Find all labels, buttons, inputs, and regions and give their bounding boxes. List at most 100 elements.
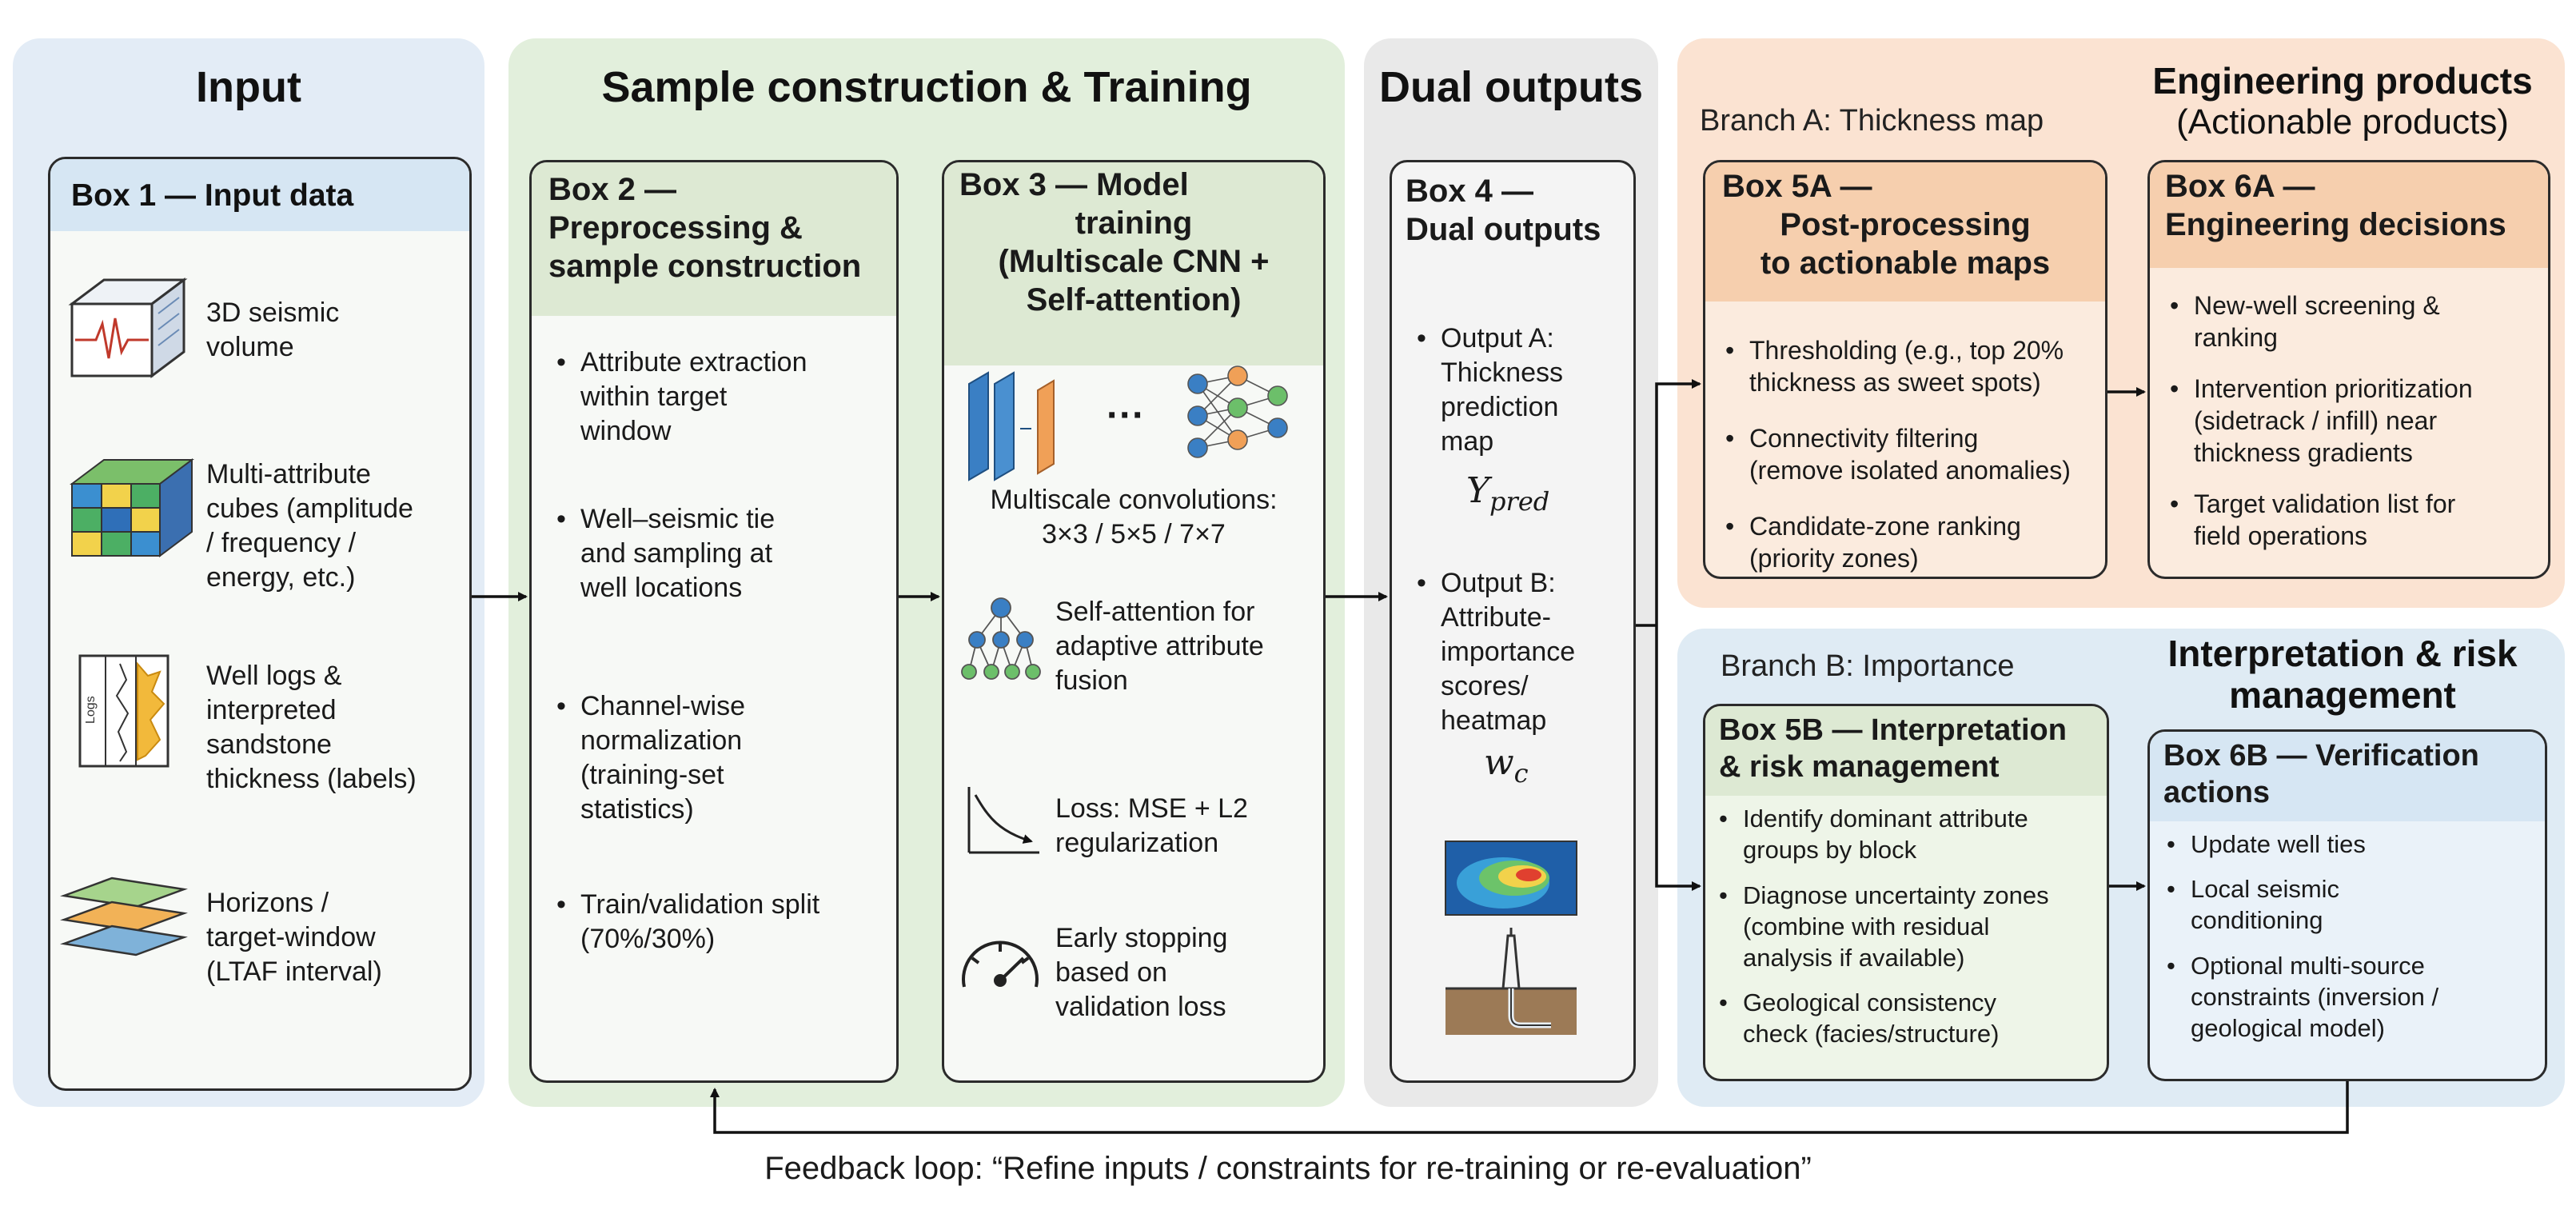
input-title: Input [196,63,301,111]
box2-bullet-3-line-4: statistics) [580,794,694,825]
box4-output-a: Output A: [1417,321,1554,356]
box4-w-c-symbol: wc [1484,745,1529,791]
box2-bullet-4-line-2: (70%/30%) [580,924,716,954]
box1-item-2-line-1: Multi-attribute [206,459,371,489]
box2-bullet-1-line-2: within target [580,381,728,412]
attribute-cube-icon [70,458,194,557]
box6b-title-1: Box 6B — Verification [2163,739,2479,773]
box6a-bullet-2-line-2: (sidetrack / infill) near [2194,406,2438,435]
box1-title: Box 1 — Input data [50,159,469,231]
box1-item-3-line-3: sandstone [206,729,332,760]
box4-output-b: Output B: [1417,566,1556,601]
attention-network-icon [961,597,1041,680]
box5a-title-area [1705,162,2105,302]
box6b-title-2: actions [2163,776,2271,809]
box1-item-1-line-2: volume [206,332,294,362]
box1-item-4-line-1: Horizons / [206,888,329,918]
box2-bullet-2-line-2: and sampling at [580,538,773,569]
box2-title-2: Preprocessing & [548,210,803,246]
gauge-icon [962,940,1039,988]
interpretation-title-2: management [2229,674,2456,716]
box1-item-2-line-4: energy, etc.) [206,562,356,593]
box4-dual-outputs [1390,160,1636,1083]
box2-preprocessing [529,160,899,1083]
box6b-bullet-2: Local seismic [2167,873,2339,905]
well-log-icon: Logs [78,654,169,768]
box1-item-3-line-1: Well logs & [206,661,342,691]
engineering-title-2: (Actionable products) [2176,102,2509,142]
neural-network-icon [1187,365,1288,458]
box5a-post-processing [1703,160,2107,579]
w-symbol: w [1484,742,1514,783]
box4-y-pred-symbol: Ypred [1466,473,1549,519]
box6a-bullet-2-line-3: thickness gradients [2194,438,2413,467]
box6b-bullet-1: Update well ties [2167,829,2366,860]
box5b-title-area [1705,706,2107,796]
box6a-bullet-1: New-well screening & [2170,290,2440,321]
box3-early-stop-line-1: Early stopping [1055,923,1228,953]
box5a-title-2: Post-processing [1780,207,2031,242]
box3-attention-line-2: adaptive attribute [1055,631,1264,661]
box2-title-area [532,162,896,316]
box5a-title-1: Box 5A — [1722,169,1872,204]
box4-output-b-line-2: Attribute- [1441,602,1551,633]
box5a-bullet-2-line-2: (remove isolated anomalies) [1749,456,2071,485]
feedback-loop-label: Feedback loop: “Refine inputs / constrai… [764,1151,1812,1186]
box2-bullet-2: Well–seismic tie [556,502,775,537]
box3-model-training [942,160,1326,1083]
box6b-bullet-3-line-3: geological model) [2191,1014,2385,1042]
cnn-layers-icon [968,371,1055,481]
box3-ellipsis: ··· [1107,394,1145,437]
box5a-bullet-1: Thresholding (e.g., top 20% [1725,334,2064,366]
box2-bullet-2-line-3: well locations [580,573,743,603]
box4-output-b-line-3: importance [1441,637,1576,667]
box3-title-2: training [1075,206,1193,241]
box4-title-2: Dual outputs [1406,212,1601,247]
box2-bullet-3-line-3: (training-set [580,760,724,790]
box6b-bullet-3: Optional multi-source [2167,950,2425,981]
box6a-bullet-3: Target validation list for [2170,488,2455,520]
box5a-bullet-1-line-2: thickness as sweet spots) [1749,368,2041,397]
well-rig-icon [1446,928,1577,1035]
box5a-bullet-2: Connectivity filtering [1725,422,1978,454]
box3-early-stop-line-2: based on [1055,957,1167,988]
box6b-title-area [2150,732,2545,821]
box2-title-3: sample construction [548,249,862,284]
box5b-bullet-1: Identify dominant attribute [1719,803,2028,834]
box3-attention-line-3: fusion [1055,665,1128,696]
box4-output-a-line-4: map [1441,426,1494,457]
box6a-bullet-1-line-2: ranking [2194,323,2278,352]
y-pred-subscript: pred [1489,485,1550,517]
feedback-loop-arrow [710,1081,2349,1134]
box2-bullet-3: Channel-wise [556,689,745,724]
box5a-title-3: to actionable maps [1760,246,2051,281]
box1-item-1-line-1: 3D seismic [206,298,340,328]
engineering-title-1: Engineering products [2152,60,2533,102]
interpretation-title-1: Interpretation & risk [2167,633,2518,674]
box5b-bullet-2: Diagnose uncertainty zones [1719,880,2049,911]
box1-item-3-line-4: thickness (labels) [206,764,417,794]
box5b-title-1: Box 5B — Interpretation [1719,713,2067,747]
box1-item-2-line-3: / frequency / [206,528,357,558]
seismic-cube-icon [68,278,188,378]
box3-loss-line-1: Loss: MSE + L2 [1055,793,1248,824]
loss-curve-icon [967,787,1039,854]
horizons-icon [60,877,188,956]
box1-item-4-line-3: (LTAF interval) [206,956,382,987]
box2-bullet-1: Attribute extraction [556,345,807,380]
box5b-bullet-2-line-2: (combine with residual [1743,912,1990,940]
box6a-bullet-2: Intervention prioritization [2170,373,2473,405]
arrow-to-box5b [1655,625,1701,891]
box3-title-4: Self-attention) [1026,282,1242,317]
branch-b-label: Branch B: Importance [1721,649,2015,683]
heatmap-icon [1445,841,1577,916]
box4-output-b-line-5: heatmap [1441,705,1547,736]
box4-output-a-line-2: Thickness [1441,357,1564,388]
box2-bullet-4: Train/validation split [556,888,819,922]
box6b-verification [2147,729,2547,1081]
box3-conv-line-1: Multiscale convolutions: [990,485,1278,515]
box4-output-a-line-3: prediction [1441,392,1559,422]
box3-early-stop-line-3: validation loss [1055,992,1226,1022]
w-c-subscript: c [1513,757,1529,789]
